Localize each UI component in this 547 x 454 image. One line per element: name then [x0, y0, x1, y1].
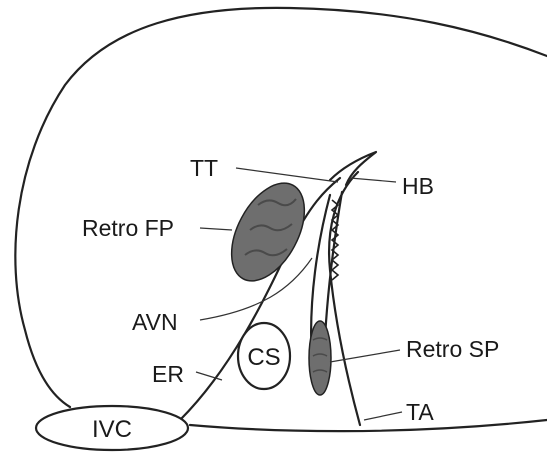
retro-sp-leader	[330, 350, 400, 362]
atrium-bottom-edge	[190, 420, 547, 431]
retro-sp-label: Retro SP	[406, 336, 499, 362]
retro-fp-leader	[200, 228, 232, 230]
tt-leader	[236, 168, 338, 182]
ta-leader	[364, 412, 402, 420]
avn-label: AVN	[132, 309, 178, 335]
hb-label: HB	[402, 173, 434, 199]
hb-leader	[350, 178, 396, 182]
ivc-label: IVC	[92, 416, 132, 443]
retro-fp-region	[217, 171, 320, 293]
ta-label: TA	[406, 399, 434, 425]
cs-label: CS	[247, 344, 280, 371]
er-label: ER	[152, 361, 184, 387]
retro-fp-label: Retro FP	[82, 215, 174, 241]
retro-sp-region	[309, 321, 331, 395]
tricuspid-annulus	[329, 172, 360, 425]
tt-label: TT	[190, 155, 218, 181]
